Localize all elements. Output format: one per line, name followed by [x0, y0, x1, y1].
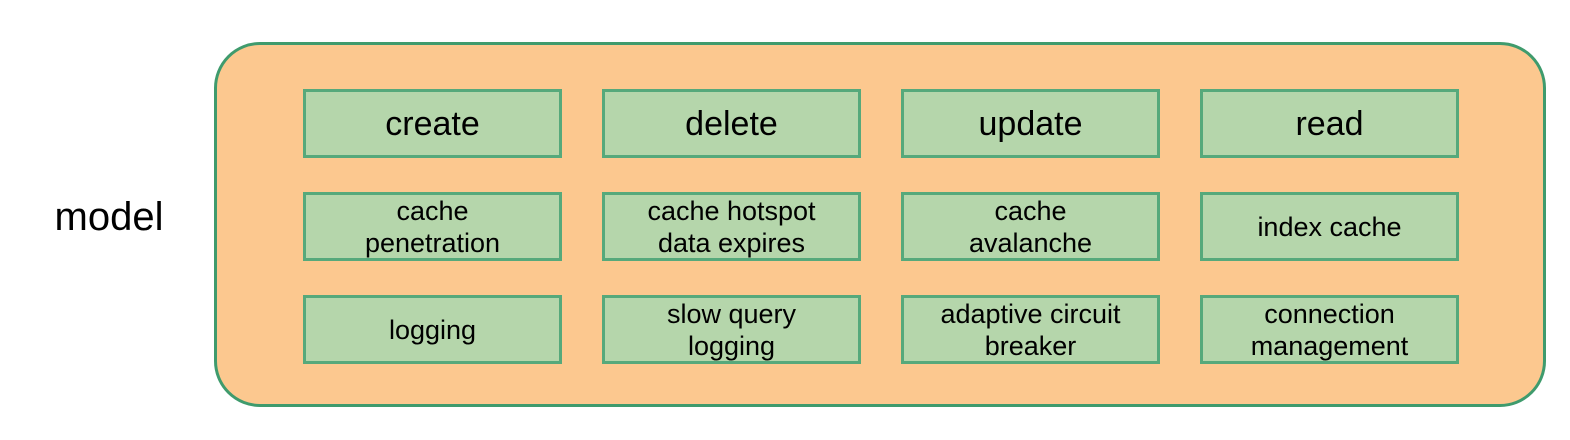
- node-read-label: read: [1295, 104, 1364, 143]
- node-create[interactable]: create: [303, 89, 562, 158]
- node-create-label: create: [385, 104, 480, 143]
- node-update-label: update: [978, 104, 1083, 143]
- node-delete[interactable]: delete: [602, 89, 861, 158]
- node-update[interactable]: update: [901, 89, 1160, 158]
- node-read[interactable]: read: [1200, 89, 1459, 158]
- node-index-cache-label: index cache: [1257, 211, 1402, 242]
- node-adaptive-circuit-breaker[interactable]: adaptive circuit breaker: [901, 295, 1160, 364]
- node-cache-penetration[interactable]: cache penetration: [303, 192, 562, 261]
- node-cache-avalanche[interactable]: cache avalanche: [901, 192, 1160, 261]
- node-grid: create delete update read cache penetrat…: [303, 89, 1460, 364]
- node-logging-label: logging: [388, 314, 477, 345]
- node-delete-label: delete: [685, 104, 778, 143]
- node-slow-query-logging[interactable]: slow query logging: [602, 295, 861, 364]
- model-container-panel: create delete update read cache penetrat…: [214, 42, 1546, 407]
- node-adaptive-circuit-breaker-label: adaptive circuit breaker: [940, 298, 1121, 361]
- node-connection-management[interactable]: connection management: [1200, 295, 1459, 364]
- node-cache-hotspot-data-expires-label: cache hotspot data expires: [647, 195, 816, 258]
- model-group-label: model: [54, 195, 164, 239]
- node-row-reliability-concerns: logging slow query logging adaptive circ…: [303, 295, 1460, 364]
- node-row-cache-concerns: cache penetration cache hotspot data exp…: [303, 192, 1460, 261]
- node-index-cache[interactable]: index cache: [1200, 192, 1459, 261]
- node-cache-avalanche-label: cache avalanche: [968, 195, 1093, 258]
- node-logging[interactable]: logging: [303, 295, 562, 364]
- node-row-operations: create delete update read: [303, 89, 1460, 158]
- node-slow-query-logging-label: slow query logging: [666, 298, 797, 361]
- node-connection-management-label: connection management: [1250, 298, 1409, 361]
- node-cache-hotspot-data-expires[interactable]: cache hotspot data expires: [602, 192, 861, 261]
- node-cache-penetration-label: cache penetration: [364, 195, 501, 258]
